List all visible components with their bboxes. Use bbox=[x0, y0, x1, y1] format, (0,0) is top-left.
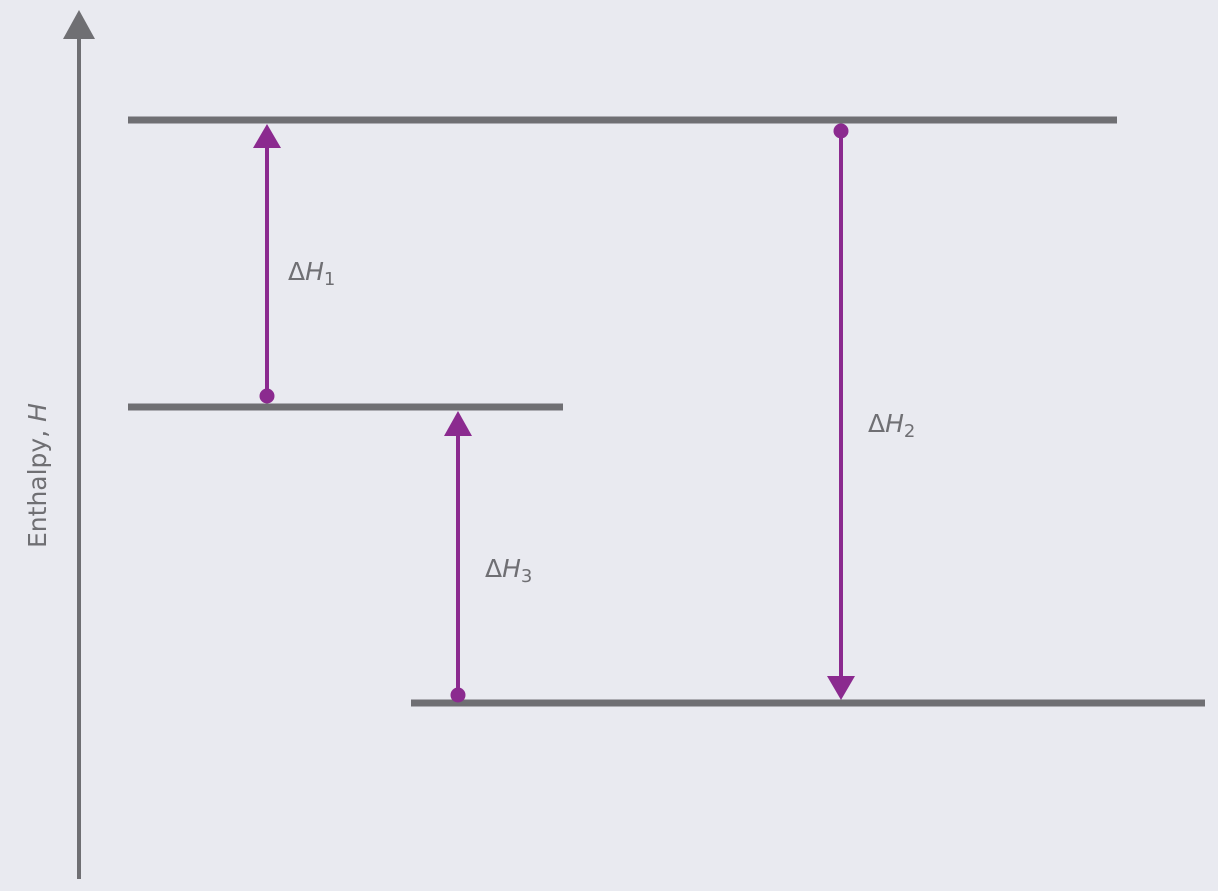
delta-h3-label: ΔH3 bbox=[485, 554, 532, 587]
arrow-delta-h3: ΔH3 bbox=[444, 411, 532, 703]
arrowhead-up-icon bbox=[444, 411, 472, 436]
y-axis-arrowhead-icon bbox=[63, 10, 95, 39]
arrow-delta-h2: ΔH2 bbox=[827, 123, 915, 700]
delta-h2-label: ΔH2 bbox=[868, 409, 915, 442]
y-axis-label: Enthalpy, H bbox=[23, 403, 52, 548]
arrowhead-up-icon bbox=[253, 124, 281, 148]
delta-h1-label: ΔH1 bbox=[288, 257, 335, 290]
arrowhead-down-icon bbox=[827, 676, 855, 700]
arrow-delta-h1: ΔH1 bbox=[253, 124, 335, 404]
